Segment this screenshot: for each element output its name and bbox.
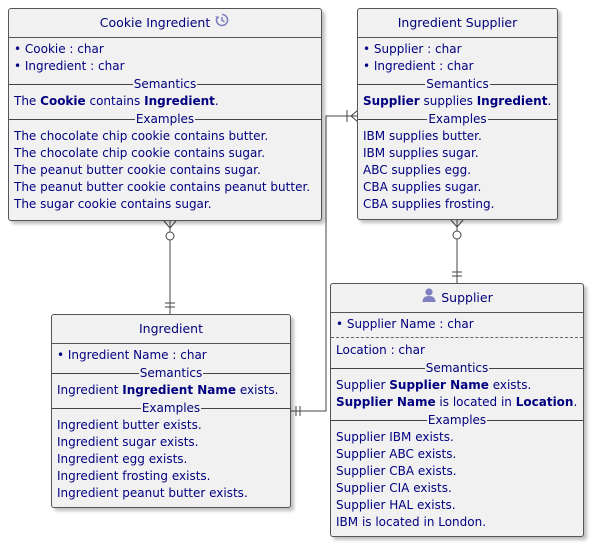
entity-cookie-ingredient: Cookie Ingredient • Cookie : char • Ingr… — [8, 8, 322, 221]
semantics-text: Supplier Name is located in Location. — [336, 395, 578, 409]
example-line: The chocolate chip cookie contains sugar… — [14, 146, 266, 160]
entity-title: Ingredient — [52, 315, 290, 344]
semantics-text: Ingredient Ingredient Name exists. — [57, 383, 279, 397]
semantics-separator: Semantics — [331, 360, 583, 376]
example-line: Ingredient egg exists. — [57, 452, 188, 466]
attribute-ingredient: • Ingredient : char — [14, 59, 125, 73]
history-icon — [214, 10, 230, 38]
crowfoot-ingredient-supplier-left — [350, 109, 359, 123]
example-line: ABC supplies egg. — [363, 163, 472, 177]
semantics-text: Supplier Supplier Name exists. — [336, 378, 532, 392]
entity-title: Supplier — [331, 284, 583, 313]
ingredient-to-ingredient-supplier-line — [291, 115, 358, 412]
example-line: Supplier CIA exists. — [336, 481, 452, 495]
dotted-separator — [331, 337, 583, 338]
example-line: IBM is located in London. — [336, 515, 487, 529]
example-line: The sugar cookie contains sugar. — [14, 197, 212, 211]
entity-title: Ingredient Supplier — [358, 9, 557, 38]
zero-marker-ingredient-supplier — [452, 230, 462, 240]
example-line: IBM supplies sugar. — [363, 146, 479, 160]
example-line: IBM supplies butter. — [363, 129, 482, 143]
attribute-supplier: • Supplier : char — [363, 42, 462, 56]
examples-separator: Examples — [9, 111, 321, 127]
example-line: CBA supplies frosting. — [363, 197, 495, 211]
entity-supplier: Supplier • Supplier Name : char Location… — [330, 283, 584, 537]
example-line: The chocolate chip cookie contains butte… — [14, 129, 269, 143]
semantics-text: Supplier supplies Ingredient. — [363, 94, 552, 108]
example-line: Supplier ABC exists. — [336, 447, 457, 461]
entity-title: Cookie Ingredient — [9, 9, 321, 38]
example-line: Supplier CBA exists. — [336, 464, 457, 478]
examples-separator: Examples — [331, 412, 583, 428]
example-line: CBA supplies sugar. — [363, 180, 482, 194]
example-line: Ingredient butter exists. — [57, 418, 202, 432]
zero-marker-cookie-ingredient — [165, 231, 175, 241]
attribute-cookie: • Cookie : char — [14, 42, 104, 56]
example-line: Ingredient sugar exists. — [57, 435, 199, 449]
examples-separator: Examples — [358, 111, 557, 127]
attribute-ingredient-name: • Ingredient Name : char — [57, 348, 207, 362]
example-line: The peanut butter cookie contains peanut… — [14, 180, 311, 194]
attribute-supplier-name: • Supplier Name : char — [336, 317, 474, 331]
entity-ingredient-supplier: Ingredient Supplier • Supplier : char • … — [357, 8, 558, 220]
example-line: Ingredient peanut butter exists. — [57, 486, 248, 500]
crowfoot-ingredient-supplier — [450, 219, 464, 228]
semantics-separator: Semantics — [9, 76, 321, 92]
example-line: The peanut butter cookie contains sugar. — [14, 163, 261, 177]
example-line: Supplier IBM exists. — [336, 430, 454, 444]
attribute-ingredient: • Ingredient : char — [363, 59, 474, 73]
entity-ingredient: Ingredient • Ingredient Name : char Sema… — [51, 314, 291, 508]
example-line: Ingredient frosting exists. — [57, 469, 211, 483]
semantics-separator: Semantics — [358, 76, 557, 92]
attribute-location: Location : char — [336, 343, 425, 357]
crowfoot-cookie-ingredient — [163, 220, 177, 229]
examples-separator: Examples — [52, 400, 290, 416]
semantics-separator: Semantics — [52, 365, 290, 381]
example-line: Supplier HAL exists. — [336, 498, 456, 512]
person-icon — [421, 285, 437, 313]
semantics-text: The Cookie contains Ingredient. — [14, 94, 219, 108]
